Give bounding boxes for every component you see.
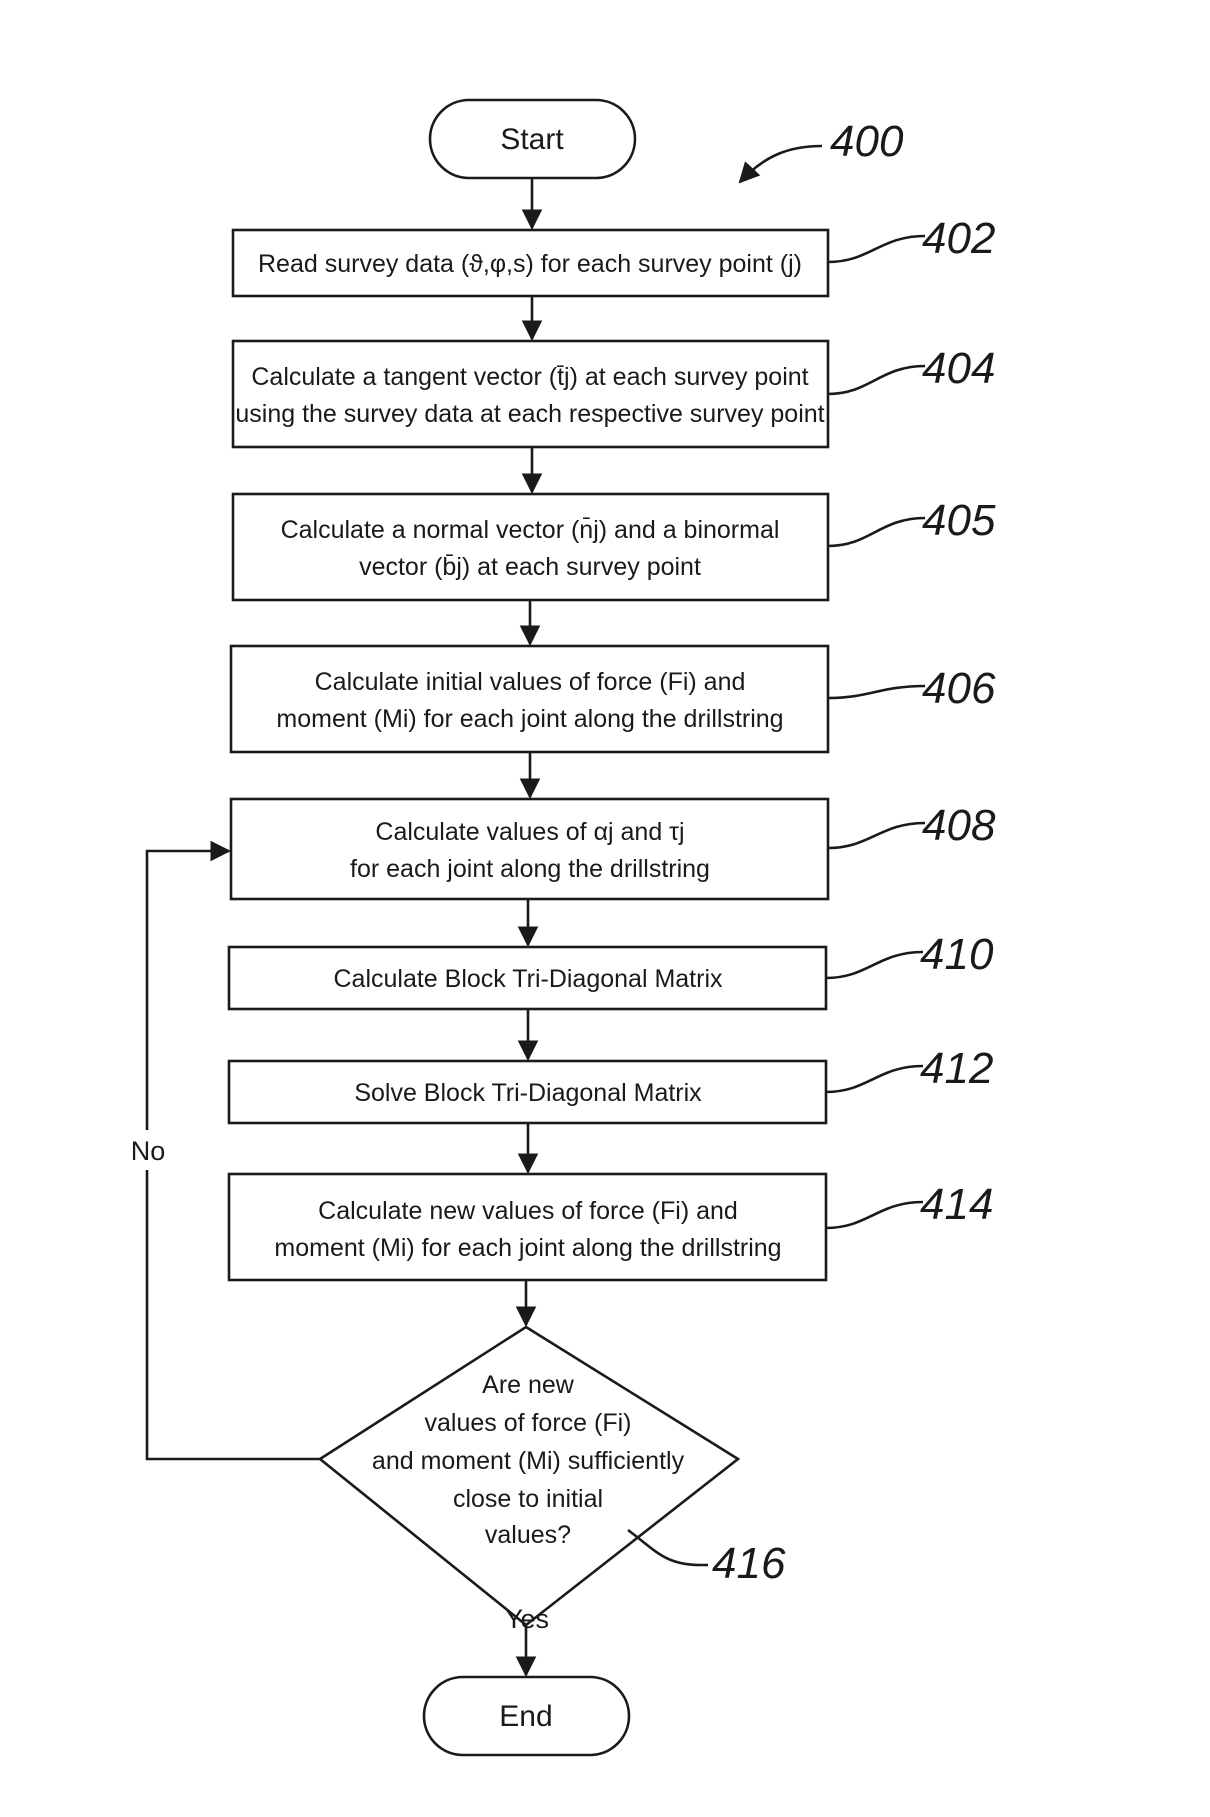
ref-414: 414 — [920, 1180, 993, 1229]
step-408-text-line2: for each joint along the drillstring — [350, 855, 710, 883]
decision-text-line5: values? — [485, 1521, 571, 1549]
ref-416: 416 — [712, 1539, 786, 1588]
process-box-412: Solve Block Tri-Diagonal Matrix 412 — [229, 1044, 993, 1123]
step-402-text: Read survey data (ϑ,φ,s) for each survey… — [258, 250, 802, 278]
ref-408: 408 — [922, 801, 996, 850]
step-410-text: Calculate Block Tri-Diagonal Matrix — [333, 965, 723, 993]
process-box-404: Calculate a tangent vector (t̄j) at each… — [233, 341, 995, 447]
end-label: End — [499, 1700, 552, 1733]
ref-412: 412 — [920, 1044, 993, 1093]
step-405-text-line1: Calculate a normal vector (n̄j) and a bi… — [281, 516, 780, 544]
step-412-text: Solve Block Tri-Diagonal Matrix — [354, 1079, 702, 1107]
start-terminal: Start — [430, 100, 635, 178]
step-405-text-line2: vector (b̄j) at each survey point — [359, 553, 701, 581]
decision-text-line1: Are new — [482, 1371, 575, 1399]
no-loop-connector: No — [125, 851, 320, 1459]
step-408-text-line1: Calculate values of αj and τj — [375, 818, 684, 846]
ref-406: 406 — [922, 664, 996, 713]
ref-405: 405 — [922, 496, 996, 545]
ref-402: 402 — [922, 214, 995, 263]
step-406-text-line1: Calculate initial values of force (Fi) a… — [315, 668, 746, 696]
step-414-text-line1: Calculate new values of force (Fi) and — [318, 1197, 738, 1225]
decision-text-line3: and moment (Mi) sufficiently — [372, 1447, 685, 1475]
decision-text-line2: values of force (Fi) — [424, 1409, 631, 1437]
step-404-text-line2: using the survey data at each respective… — [235, 400, 824, 428]
no-label: No — [131, 1136, 166, 1166]
end-terminal: End — [424, 1677, 629, 1755]
process-box-408: Calculate values of αj and τj for each j… — [231, 799, 996, 899]
decision-text-line4: close to initial — [453, 1485, 603, 1513]
figure-ref-label: 400 — [830, 117, 904, 166]
step-414-text-line2: moment (Mi) for each joint along the dri… — [274, 1234, 781, 1262]
process-box-406: Calculate initial values of force (Fi) a… — [231, 646, 996, 752]
process-box-410: Calculate Block Tri-Diagonal Matrix 410 — [229, 930, 994, 1009]
process-box-405: Calculate a normal vector (n̄j) and a bi… — [233, 494, 996, 600]
ref-410: 410 — [920, 930, 994, 979]
process-box-414: Calculate new values of force (Fi) and m… — [229, 1174, 993, 1280]
process-box-402: Read survey data (ϑ,φ,s) for each survey… — [233, 214, 995, 296]
step-404-text-line1: Calculate a tangent vector (t̄j) at each… — [251, 363, 808, 391]
figure-reference: 400 — [740, 117, 904, 182]
yes-label: Yes — [505, 1604, 549, 1634]
start-label: Start — [500, 123, 564, 156]
step-406-text-line2: moment (Mi) for each joint along the dri… — [276, 705, 783, 733]
decision-diamond-416: Are new values of force (Fi) and moment … — [320, 1327, 786, 1625]
ref-404: 404 — [922, 344, 995, 393]
